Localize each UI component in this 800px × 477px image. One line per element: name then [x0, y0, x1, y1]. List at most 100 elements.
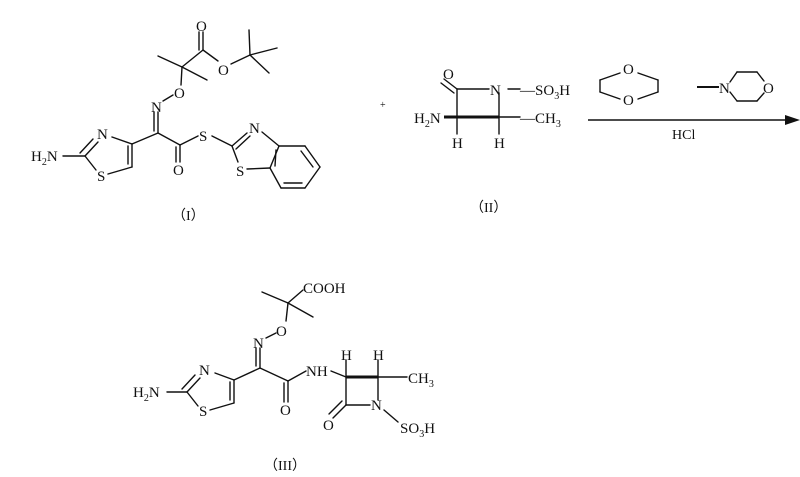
bond	[729, 91, 738, 102]
n-methylmorpholine-structure: N O	[697, 71, 774, 102]
bond	[157, 55, 183, 68]
atom-label: N	[97, 127, 108, 143]
atom-label: SO3H	[400, 421, 435, 440]
bond	[261, 131, 280, 147]
atom-label: —SO3H	[519, 83, 570, 102]
atom-label: O	[623, 93, 634, 109]
bond	[79, 138, 94, 154]
atom-label: O	[763, 81, 774, 97]
atom-label: N	[151, 100, 162, 116]
atom-label: N	[199, 363, 210, 379]
bond	[269, 145, 280, 169]
atom-label: O	[174, 86, 185, 102]
bond	[756, 71, 765, 82]
bond	[287, 370, 307, 382]
compound-III: H2N N S N O COOH NH O H H CH3 N O SO3H （…	[133, 281, 435, 474]
bond	[186, 391, 199, 407]
atom-label: NH	[306, 364, 328, 380]
compound-label-II: （II）	[470, 200, 507, 216]
bond	[231, 132, 248, 147]
atom-label: H2N	[414, 111, 441, 130]
atom-label: O	[280, 403, 291, 419]
bond	[186, 377, 201, 393]
atom-label: N	[371, 398, 382, 414]
bond	[214, 372, 235, 381]
bond	[285, 302, 289, 322]
bond	[259, 367, 289, 382]
bond	[383, 409, 399, 423]
bond	[157, 132, 181, 146]
bond	[637, 91, 659, 100]
atom-label: S	[199, 129, 207, 145]
compound-label-III: （III）	[264, 458, 306, 474]
atom-label: S	[97, 169, 105, 185]
atom-label: N	[253, 336, 264, 352]
bond	[440, 82, 455, 94]
bond	[249, 47, 278, 56]
bond	[246, 167, 271, 170]
atom-label: H2N	[133, 385, 160, 404]
atom-label: H	[373, 348, 384, 364]
bond	[599, 91, 621, 100]
atom-label: CH3	[408, 371, 434, 390]
bond	[274, 149, 277, 167]
atom-label: N	[490, 83, 501, 99]
atom-label: COOH	[303, 281, 346, 297]
bond	[249, 54, 270, 74]
atom-label: O	[623, 62, 634, 78]
bond	[269, 167, 282, 189]
bond	[304, 166, 321, 189]
atom-label: N	[249, 121, 260, 137]
bond	[179, 135, 199, 146]
atom-label: O	[323, 418, 334, 434]
bond	[235, 135, 251, 150]
bond	[230, 54, 251, 65]
atom-label: S	[236, 164, 244, 180]
atom-label: H	[494, 136, 505, 152]
bond	[261, 291, 289, 304]
atom-label: H2N	[31, 149, 58, 168]
atom-label: O	[276, 324, 287, 340]
bond	[304, 145, 321, 168]
atom-label: S	[199, 404, 207, 420]
bond	[111, 136, 133, 145]
bond	[332, 404, 347, 419]
atom-label: O	[443, 67, 454, 83]
atom-label: H	[452, 136, 463, 152]
reaction-conditions: O O N O HCl	[588, 62, 800, 143]
bond	[328, 400, 343, 415]
bond	[756, 92, 765, 102]
bond	[233, 367, 261, 381]
bond	[211, 135, 233, 147]
bond	[231, 145, 239, 163]
bond	[287, 302, 314, 318]
reagent-hcl: HCl	[672, 128, 695, 143]
bond	[181, 49, 204, 68]
compound-label-I: （I）	[172, 208, 205, 224]
bond	[729, 71, 738, 83]
dioxane-structure: O O	[599, 62, 659, 109]
atom-label: N	[719, 81, 730, 97]
bond	[248, 29, 251, 56]
bond	[209, 402, 235, 411]
atom-label: H	[341, 348, 352, 364]
atom-label: —CH3	[519, 111, 561, 130]
compound-I: H2N N S N O O O S O N S （I）	[31, 19, 321, 224]
bond	[181, 374, 196, 390]
atom-label: O	[218, 63, 229, 79]
bond	[599, 72, 621, 81]
bond	[162, 94, 174, 102]
bond	[443, 78, 458, 90]
plus-sign: +	[380, 100, 386, 111]
bond	[287, 289, 304, 304]
bond	[330, 370, 347, 378]
bond	[84, 155, 97, 171]
bond	[131, 132, 159, 145]
bond	[181, 66, 208, 81]
compound-II: O N —SO3H H2N —CH3 H H （II）	[414, 67, 570, 216]
atom-label: O	[196, 19, 207, 35]
bond	[637, 72, 659, 81]
bond	[202, 49, 219, 62]
bond	[84, 141, 99, 157]
